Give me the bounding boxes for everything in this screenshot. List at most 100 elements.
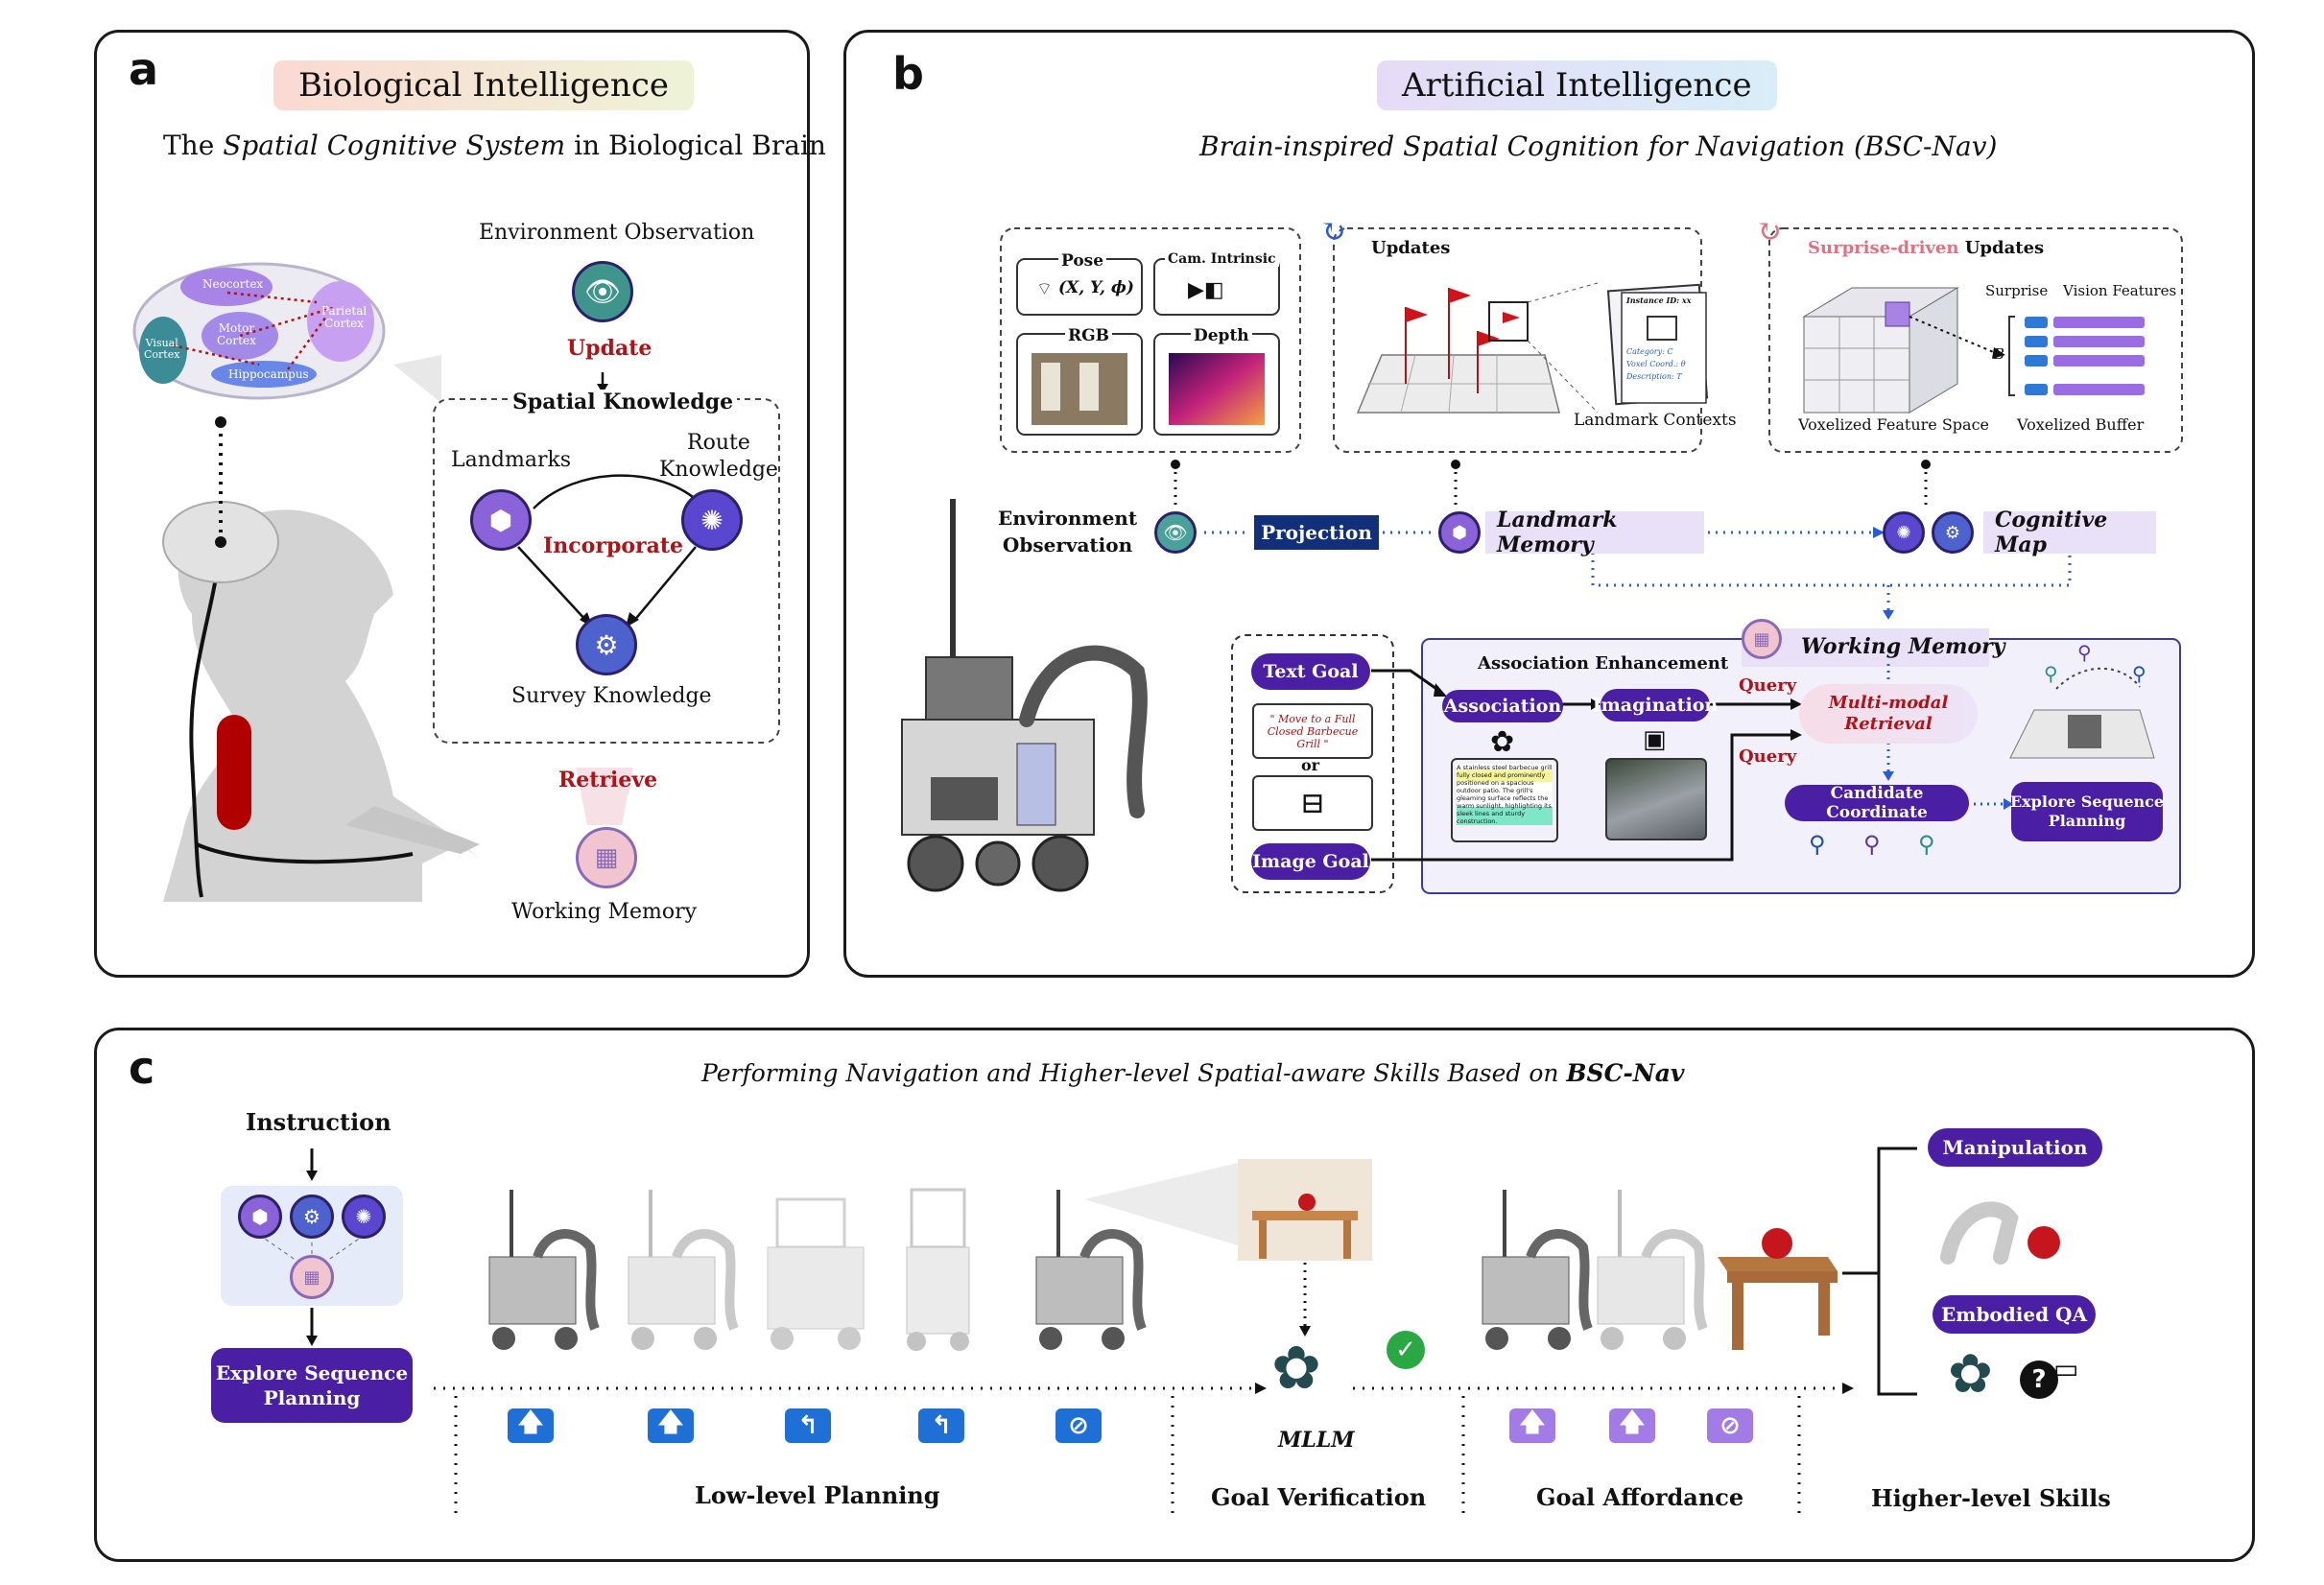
robot-mast bbox=[1618, 1190, 1622, 1257]
table-leg bbox=[1259, 1220, 1267, 1259]
robot-wheel bbox=[694, 1327, 717, 1350]
pose-label: Pose bbox=[1058, 251, 1107, 271]
voxel-arrow bbox=[1909, 316, 1997, 354]
buffer-surprise bbox=[2025, 336, 2048, 347]
right-apple bbox=[1762, 1228, 1792, 1259]
robot-step-3 bbox=[767, 1197, 865, 1350]
explore-sequence-button-c: Explore Sequence Planning bbox=[211, 1348, 413, 1423]
cam-label: Cam. Intrinsic bbox=[1165, 251, 1279, 267]
timeline-arrowhead bbox=[1842, 1383, 1854, 1394]
neocortex-region bbox=[180, 268, 273, 306]
projection-button: Projection bbox=[1254, 515, 1379, 550]
right-table-edge bbox=[1727, 1271, 1838, 1283]
goal-affordance-label: Goal Affordance bbox=[1536, 1483, 1744, 1511]
pose-formula: (X, Y, ϕ) bbox=[1058, 278, 1134, 297]
robot-mast bbox=[1503, 1190, 1506, 1257]
robot-body bbox=[1035, 1256, 1124, 1325]
goal-verification-label: Goal Verification bbox=[1211, 1483, 1427, 1511]
robot-arm bbox=[533, 1229, 600, 1331]
robot-body bbox=[767, 1246, 865, 1330]
robot-wheel bbox=[555, 1327, 578, 1350]
voxel-front bbox=[1803, 316, 1910, 414]
panel-c-letter: c bbox=[129, 1042, 155, 1094]
action-turn-left-button: ↰ bbox=[785, 1408, 831, 1443]
surprise-box bbox=[1768, 227, 2183, 453]
map-icon-c: ▦ bbox=[290, 1255, 334, 1299]
action-forward-button: 🡅 bbox=[648, 1408, 694, 1443]
route-to-survey-arrow bbox=[632, 546, 697, 623]
action-stop-button: ⊘ bbox=[1055, 1408, 1102, 1443]
voxel-arrowhead bbox=[1992, 347, 2005, 359]
action-turn-left-button: ↰ bbox=[918, 1408, 964, 1443]
afford-forward-button: 🡅 bbox=[1609, 1408, 1655, 1443]
robot-mast bbox=[1056, 1190, 1060, 1257]
brain-label-parietal: Parietal Cortex bbox=[321, 304, 368, 330]
survey-knowledge-label: Survey Knowledge bbox=[511, 684, 712, 708]
buffer-bracket bbox=[2008, 316, 2015, 396]
robot-panel bbox=[931, 777, 998, 820]
memory-merge-line bbox=[1591, 553, 2072, 587]
refresh-icon-blue: ↻ bbox=[1320, 213, 1346, 249]
embodied-qa-pill: Embodied QA bbox=[1933, 1295, 2096, 1334]
hippocampus-region bbox=[211, 361, 317, 388]
manipulation-arm bbox=[1940, 1201, 2060, 1265]
query-label-1: Query bbox=[1739, 675, 1797, 696]
brain-connection-line bbox=[226, 291, 318, 304]
association-text: A stainless steel barbecue grill fully c… bbox=[1457, 764, 1553, 825]
manipulation-apple bbox=[2028, 1226, 2060, 1259]
visual-cortex-region bbox=[139, 317, 187, 384]
right-table-leg bbox=[1818, 1283, 1830, 1336]
robot-body bbox=[628, 1256, 716, 1325]
robot-wheel bbox=[1548, 1327, 1571, 1350]
robot-arm bbox=[672, 1229, 739, 1331]
buffer-surprise bbox=[2025, 355, 2048, 367]
scene-pin-icon: ⚲ bbox=[2077, 641, 2092, 664]
rgb-image-window bbox=[1041, 363, 1060, 411]
robot-box bbox=[925, 656, 1013, 725]
robot-wheel bbox=[631, 1327, 654, 1350]
robot-body bbox=[906, 1246, 970, 1335]
robot-mast bbox=[510, 1190, 513, 1257]
plan-arrowhead bbox=[306, 1336, 318, 1346]
image-goal-arrowhead bbox=[1790, 729, 1802, 741]
location-pin-icon: ⚲ bbox=[1863, 831, 1881, 858]
robot-wheel bbox=[950, 1332, 969, 1351]
imag-arrowhead bbox=[1790, 698, 1802, 710]
card-link bbox=[1527, 340, 1599, 414]
robot-wheel bbox=[1102, 1327, 1125, 1350]
flow-arrowhead bbox=[1873, 527, 1885, 538]
robot-afford-1 bbox=[1482, 1190, 1593, 1350]
association-text-card: A stainless steel barbecue grill fully c… bbox=[1451, 758, 1558, 842]
instance-card bbox=[1621, 292, 1707, 404]
brain-top-point bbox=[215, 416, 226, 428]
or-label: or bbox=[1301, 756, 1320, 774]
robot-mast bbox=[950, 499, 956, 672]
panel-c bbox=[94, 1028, 2255, 1562]
right-table-top bbox=[1718, 1257, 1838, 1271]
scene-pin-icon: ⚲ bbox=[2132, 662, 2146, 685]
flag-icon bbox=[1449, 288, 1471, 303]
robot-mast bbox=[649, 1190, 652, 1257]
route-network-icon: ✺ bbox=[681, 489, 743, 551]
map-icon: ▦ bbox=[576, 827, 637, 888]
eye-icon: 👁 bbox=[572, 261, 633, 322]
location-pin-icon: ⚲ bbox=[1918, 831, 1935, 858]
panel-b-subtitle: Brain-inspired Spatial Cognition for Nav… bbox=[1199, 130, 1998, 162]
parietal-cortex-region bbox=[307, 281, 374, 362]
landmark-memory-icon: ⬢ bbox=[1438, 511, 1481, 554]
imagination-button: Imagination bbox=[1593, 689, 1718, 722]
image-goal-button: Image Goal bbox=[1251, 843, 1370, 880]
robot-arm bbox=[1079, 1229, 1147, 1331]
robot-arm bbox=[1526, 1229, 1593, 1331]
incorporate-label: Incorporate bbox=[543, 533, 684, 558]
surprise-col-label: Surprise bbox=[1985, 282, 2049, 299]
candidate-coordinate-button: Candidate Coordinate bbox=[1785, 784, 1969, 822]
cognitive-brain-icon: ⚙ bbox=[1932, 511, 1974, 554]
eye-icon-b: 👁 bbox=[1154, 511, 1197, 554]
updates-box bbox=[1333, 227, 1702, 453]
human-arm bbox=[345, 806, 480, 854]
robot-body bbox=[1482, 1256, 1570, 1325]
robot-arm bbox=[1641, 1229, 1708, 1331]
candidate-arrowhead bbox=[1883, 771, 1894, 781]
robot-wheel bbox=[975, 840, 1021, 887]
